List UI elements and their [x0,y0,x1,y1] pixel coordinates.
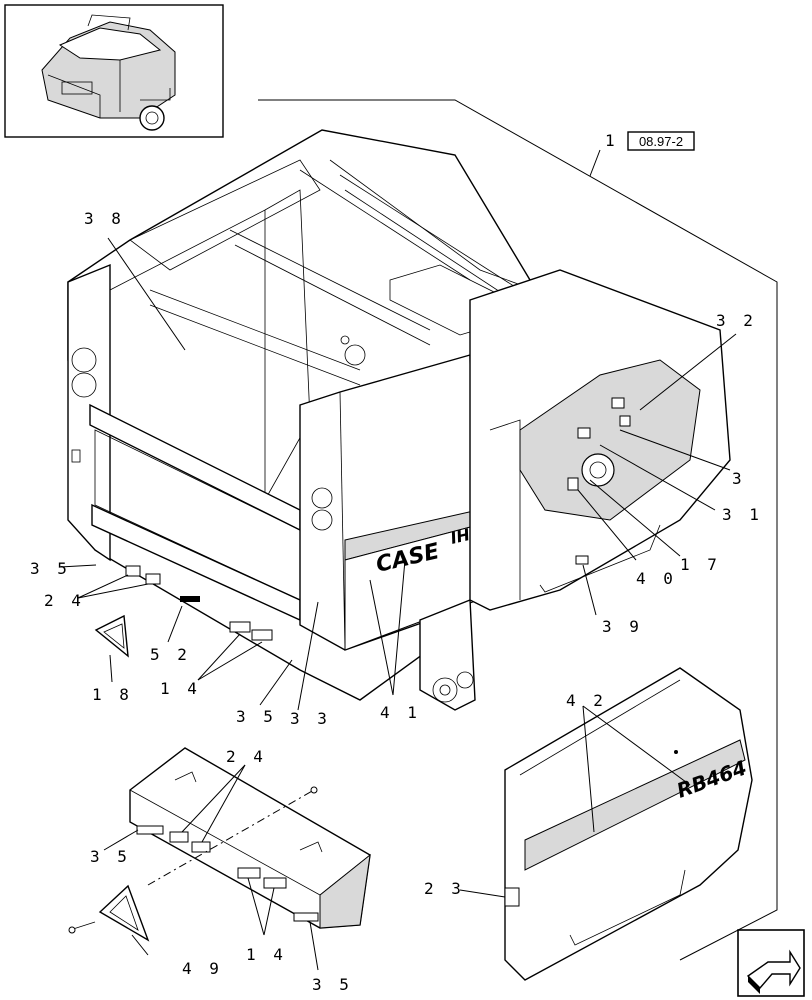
callout-3: 3 [732,469,746,488]
thumbnail-inset [4,4,224,138]
callout-52: 5 2 [150,645,191,664]
callout-40: 4 0 [636,569,677,588]
slow-moving-vehicle-emblem [94,614,129,658]
callout-35-bottom: 3 5 [312,975,353,994]
baler-main-assembly: CASE IH [67,129,731,711]
callout-31: 3 1 [722,505,763,524]
leader-lines [59,237,737,971]
callout-14-bottom: 1 4 [246,945,287,964]
callout-24-bottom: 2 4 [226,747,267,766]
callout-38: 3 8 [84,209,125,228]
callout-39: 3 9 [602,617,643,636]
callout-labels: 3 8 3 2 3 3 1 1 7 4 0 3 9 3 5 2 4 5 2 1 … [30,209,763,994]
brand-decal-suffix: IH [449,525,473,548]
reference-index: 1 [605,131,619,150]
callout-35-top: 3 5 [30,559,71,578]
thumbnail-baler [41,14,176,131]
next-page-arrow-icon[interactable] [737,929,805,997]
callout-14-top: 1 4 [160,679,201,698]
reference-bracket: 1 08.97-2 [258,99,778,961]
callout-42: 4 2 [566,691,607,710]
callout-32: 3 2 [716,311,757,330]
callout-17: 1 7 [680,555,721,574]
callout-24-top: 2 4 [44,591,85,610]
side-shield-panel: RB464 [504,667,753,981]
callout-49: 4 9 [182,959,223,978]
callout-35-mid: 3 5 [236,707,277,726]
callout-23: 2 3 [424,879,465,898]
callout-41: 4 1 [380,703,421,722]
slow-moving-vehicle-emblem-lower [98,884,150,942]
callout-35-left: 3 5 [90,847,131,866]
reference-box[interactable] [627,131,695,151]
rear-panel-assembly [129,747,371,929]
callout-33: 3 3 [290,709,331,728]
reference-code: 08.97-2 [639,134,683,149]
callout-18: 1 8 [92,685,133,704]
